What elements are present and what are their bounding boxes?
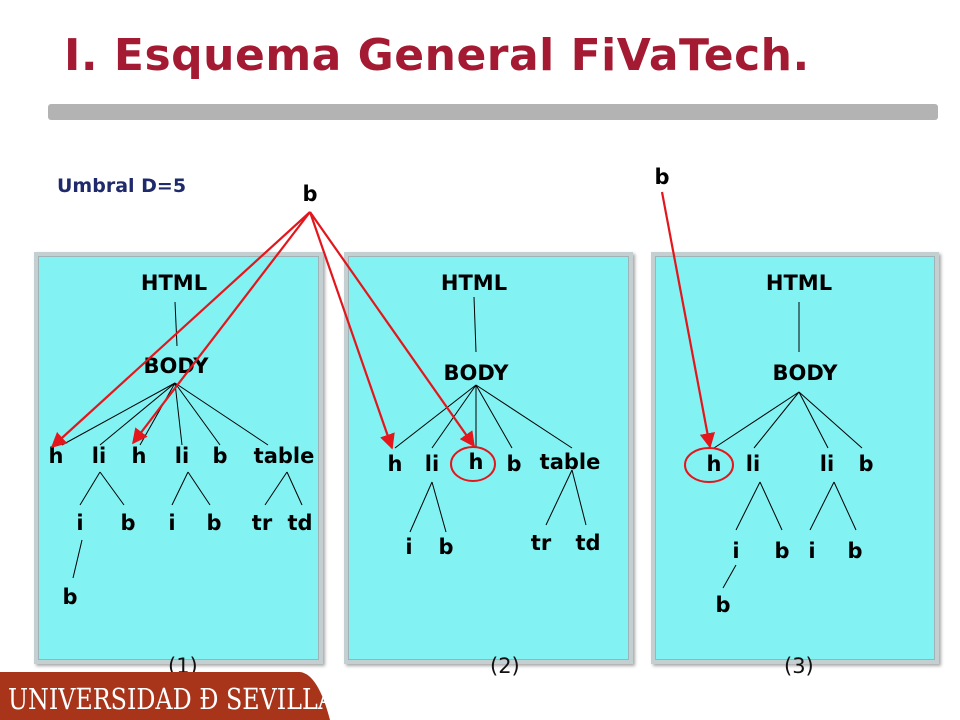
- tree-3-child-2: li: [746, 452, 760, 476]
- tree-3-root: HTML: [766, 271, 832, 295]
- tree-3-child-3: li: [820, 452, 834, 476]
- tree-2-root: HTML: [441, 271, 507, 295]
- threshold-label: Umbral D=5: [57, 175, 187, 197]
- tree-3-grandchild-2: b: [774, 539, 789, 563]
- tree-1-grandchild-2: b: [120, 511, 135, 535]
- tree-1-child-2: li: [92, 444, 106, 468]
- tree-2-body: BODY: [444, 361, 510, 385]
- arrow-to-tree-1-h1: [50, 211, 311, 449]
- pointer-arrows: [50, 191, 716, 450]
- tree-2-edges: [394, 296, 587, 533]
- tree-2-grandchild-1: i: [405, 535, 412, 559]
- tree-1-grandchild-1: i: [76, 511, 83, 535]
- tree-3-grandchild-3: i: [808, 539, 815, 563]
- tree-2-child-2: li: [425, 452, 439, 476]
- tree-3-grandchild-4: b: [847, 539, 862, 563]
- tree-3-grandchild-1: i: [732, 539, 739, 563]
- tree-3-body: BODY: [773, 361, 839, 385]
- university-logo-text: UNIVERSIDAD Ð SEVILLA: [8, 682, 335, 716]
- tree-2-grandchild-3: tr: [531, 531, 552, 555]
- arrow-to-tree-2-h2: [309, 211, 475, 448]
- pointer-source-b-left: b: [302, 182, 317, 206]
- tree-1-grandchild-5: tr: [252, 511, 273, 535]
- tree-3-child-4: b: [858, 452, 873, 476]
- tree-1-child-1: h: [49, 444, 64, 468]
- tree-panel-3: [651, 252, 939, 664]
- tree-2-child-5: table: [540, 450, 601, 474]
- tree-panel-1: [34, 252, 323, 664]
- tree-caption-2: (2): [490, 654, 520, 678]
- tree-1-child-5: b: [212, 444, 227, 468]
- tree-1-grandchild-3: i: [168, 511, 175, 535]
- tree-1-deep-1: b: [62, 585, 77, 609]
- tree-2-child-1: h: [388, 452, 403, 476]
- title-underline-bar: [48, 104, 938, 120]
- tree-2-grandchild-4: td: [575, 531, 600, 555]
- tree-2-child-4: b: [506, 452, 521, 476]
- tree-3-child-1: h: [707, 452, 722, 476]
- tree-1-grandchild-6: td: [287, 511, 312, 535]
- tree-1-root: HTML: [141, 271, 207, 295]
- tree-1-child-3: h: [132, 444, 147, 468]
- tree-3-edges: [713, 302, 863, 589]
- tree-2-grandchild-2: b: [438, 535, 453, 559]
- tree-1-grandchild-4: b: [206, 511, 221, 535]
- tree-1-child-4: li: [175, 444, 189, 468]
- arrow-to-tree-1-h2: [132, 211, 311, 445]
- tree-3-deep-1: b: [715, 593, 730, 617]
- tree-1-child-6: table: [254, 444, 315, 468]
- tree-2-child-3: h: [469, 450, 484, 474]
- arrow-to-tree-3-h: [660, 191, 716, 449]
- tree-1-edges: [61, 301, 303, 579]
- tree-panel-2: [344, 252, 633, 664]
- footer-band: [0, 672, 330, 720]
- arrow-to-tree-2-h1: [308, 211, 395, 450]
- slide-title: I. Esquema General FiVaTech.: [64, 30, 810, 81]
- pointer-source-b-right: b: [654, 165, 669, 189]
- tree-caption-3: (3): [784, 654, 814, 678]
